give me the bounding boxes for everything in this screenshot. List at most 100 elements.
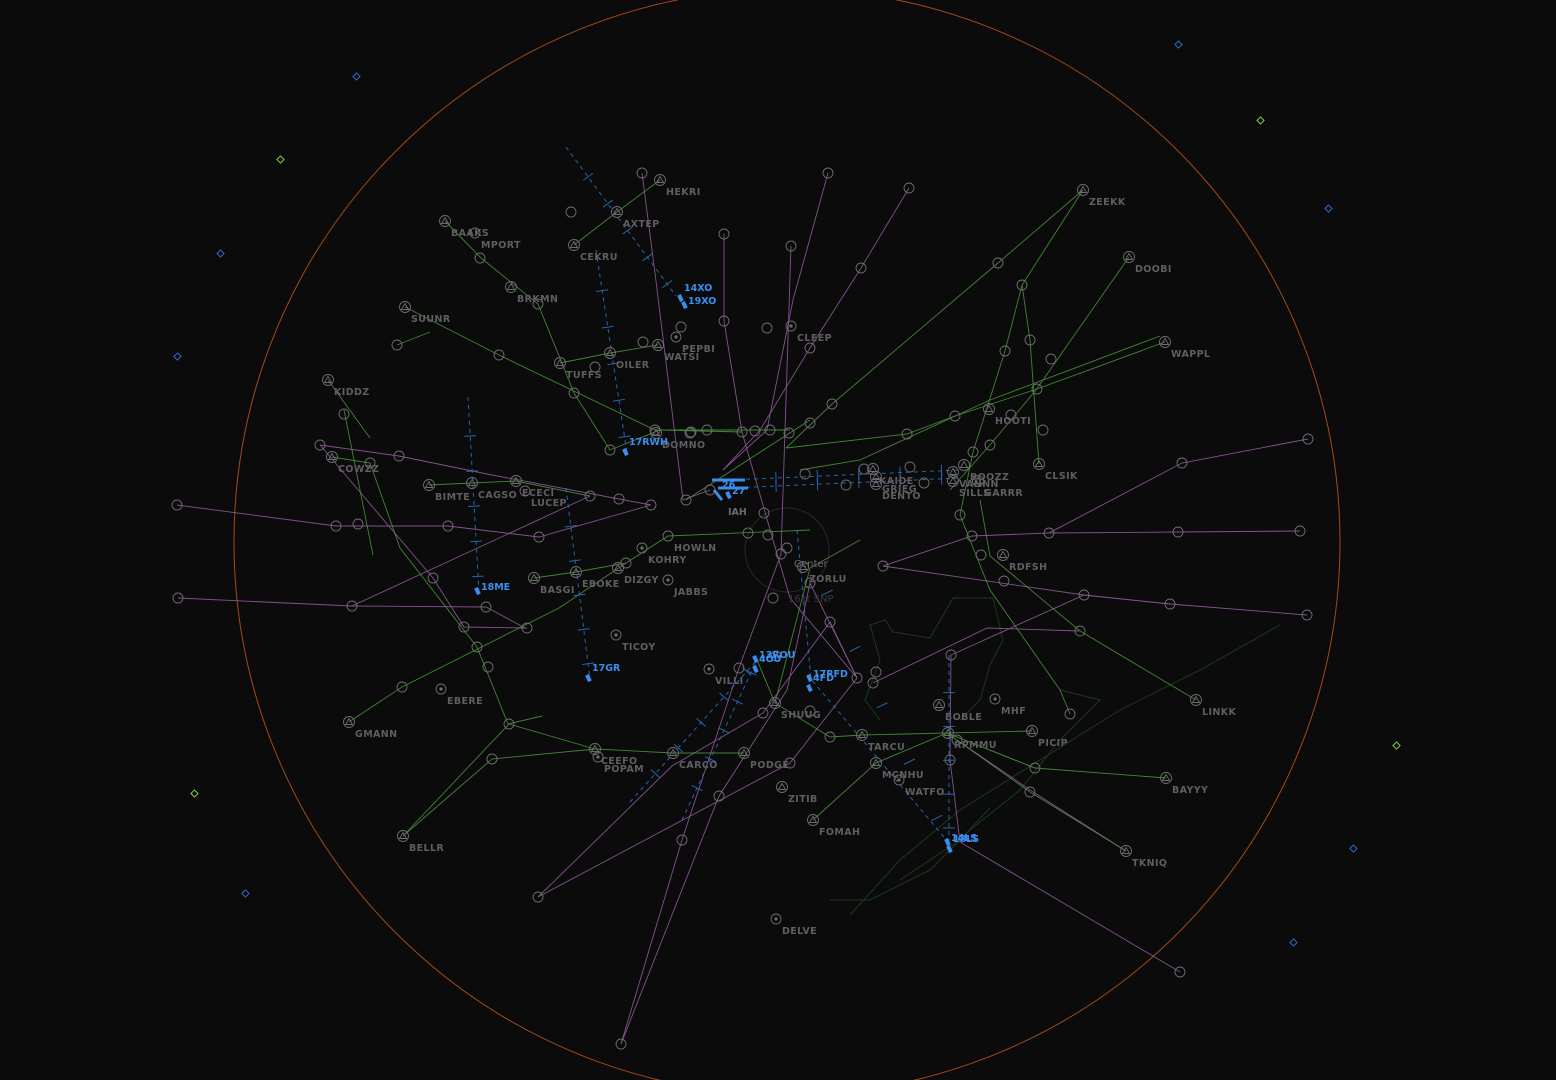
approach-tick (596, 289, 609, 293)
aircraft-19xo[interactable]: 19XO (681, 296, 716, 310)
fix-dot-icon (666, 578, 670, 582)
fix-hooti[interactable]: HOOTI (983, 403, 1032, 428)
fix-kiddz[interactable]: KIDDZ (322, 374, 370, 399)
aircraft-17rfd[interactable]: 17RFD (806, 669, 848, 683)
departure-route-segment (949, 594, 1181, 973)
approach-tick (564, 524, 577, 528)
fix-label: MPORT (481, 240, 521, 251)
fix-mcnhu[interactable]: MCNHU (870, 757, 925, 782)
fix-tarcu[interactable]: TARCU (856, 729, 906, 754)
fix-villi[interactable]: VILLI (703, 663, 744, 687)
fix-cleep[interactable]: CLEEP (785, 320, 832, 344)
approach-tick (931, 814, 943, 822)
fix-carco[interactable]: CARCO (667, 747, 718, 772)
fix-mhf[interactable]: MHF (989, 693, 1026, 717)
fix-eboke[interactable]: EBOKE (570, 566, 620, 591)
fix-triangle-icon (871, 479, 881, 487)
fix-bayyy[interactable]: BAYYY (1160, 772, 1209, 797)
route-waypoint-circle (1029, 762, 1041, 774)
fix-circle-icon (933, 699, 945, 711)
runway-cluster[interactable] (712, 478, 748, 501)
aircraft-14xo[interactable]: 14XO (677, 283, 712, 303)
fix-tkniq[interactable]: TKNIQ (1120, 845, 1168, 870)
fix-dizgy[interactable]: DIZGY (612, 562, 659, 587)
fix-podge[interactable]: PODGE (738, 747, 790, 772)
fix-shuug[interactable]: SHUUG (769, 697, 822, 722)
runway-09-27[interactable] (712, 489, 724, 501)
aircraft-4fd[interactable]: 4FD (806, 673, 834, 693)
route-waypoint-circle (636, 167, 648, 179)
fix-triangle-icon (857, 730, 867, 738)
departure-route-segment (956, 739, 1127, 852)
aircraft-17rwh[interactable]: 17RWH (622, 437, 668, 457)
fix-zorlu[interactable]: ZORLU (797, 561, 847, 586)
fix-oiler[interactable]: OILER (604, 347, 650, 372)
fix-vannn[interactable]: VANNN (947, 466, 999, 491)
route-waypoint-circle (680, 494, 692, 506)
fix-ticoy[interactable]: TICOY (610, 629, 656, 653)
aircraft-4ou[interactable]: 4OU (752, 654, 781, 674)
fix-ececi[interactable]: ECECI (510, 475, 555, 500)
fix-zeekk[interactable]: ZEEKK (1077, 184, 1126, 209)
fix-kaide[interactable]: KAIDE (867, 463, 914, 488)
fix-grieg[interactable]: GRIEG (870, 471, 917, 496)
fix-tuffs[interactable]: TUFFS (554, 357, 603, 382)
aircraft-17gr[interactable]: 17GR (585, 663, 621, 683)
fix-lucep[interactable]: LUCEP (519, 485, 567, 509)
fix-watsi[interactable]: WATSI (652, 339, 700, 364)
fix-bimte[interactable]: BIMTE (423, 479, 471, 504)
fix-jabbs[interactable]: JABBS (662, 574, 708, 598)
aircraft-27[interactable]: 27 (725, 486, 745, 500)
aircraft-14ls[interactable]: 14LS (944, 833, 977, 847)
route-waypoint-circle (649, 424, 661, 436)
fix-mport[interactable]: MPORT (469, 227, 521, 251)
fix-hekri[interactable]: HEKRI (654, 174, 701, 199)
fix-cekru[interactable]: CEKRU (568, 239, 618, 264)
fix-ceefo[interactable]: CEEFO (589, 743, 638, 768)
fix-bellr[interactable]: BELLR (397, 830, 445, 855)
route-waypoint-circle (442, 520, 454, 532)
route-waypoint-circle (685, 426, 697, 438)
fix-boble[interactable]: BOBLE (933, 699, 983, 724)
fix-fomah[interactable]: FOMAH (807, 814, 861, 839)
fix-cagso[interactable]: CAGSO (466, 477, 518, 502)
departure-route-segment (722, 172, 829, 471)
fix-clsik[interactable]: CLSIK (1033, 458, 1079, 483)
aircraft-18me[interactable]: 18ME (474, 582, 510, 596)
fix-basgi[interactable]: BASGI (528, 572, 575, 597)
fix-zitib[interactable]: ZITIB (776, 781, 818, 806)
fix-pepbi[interactable]: PEPBI (670, 331, 715, 355)
fix-boozz[interactable]: BOOZZ (958, 459, 1010, 484)
fix-cowzz[interactable]: COWZZ (326, 451, 380, 476)
fix-popam[interactable]: POPAM (592, 751, 644, 775)
fix-sills[interactable]: SILLS (947, 475, 991, 500)
arrival-route-segment (959, 189, 1084, 715)
aircraft-13rou[interactable]: 13ROU (752, 650, 795, 664)
fix-axtep[interactable]: AXTEP (611, 206, 660, 231)
approach-tick (642, 253, 653, 262)
fix-ebere[interactable]: EBERE (435, 683, 483, 707)
fix-howln[interactable]: HOWLN (662, 530, 717, 554)
fix-wappl[interactable]: WAPPL (1159, 336, 1211, 361)
fix-delve[interactable]: DELVE (770, 913, 817, 937)
fix-linkk[interactable]: LINKK (1190, 694, 1237, 719)
fix-doobi[interactable]: DOOBI (1123, 251, 1172, 276)
fix-circle-icon (435, 683, 447, 695)
aircraft-18ls[interactable]: 18LS (946, 834, 979, 854)
fix-rpmmu[interactable]: RPMMU (942, 727, 997, 752)
fix-gmann[interactable]: GMANN (343, 716, 398, 741)
fix-watfo[interactable]: WATFO (893, 774, 945, 798)
fix-rdfsh[interactable]: RDFSH (997, 549, 1048, 574)
fix-label: ZITIB (788, 794, 818, 805)
fix-brkmn[interactable]: BRKMN (505, 281, 559, 306)
fix-dento[interactable]: DENTO (870, 478, 921, 503)
fix-kohry[interactable]: KOHRY (636, 542, 687, 566)
fix-suunr[interactable]: SUUNR (399, 301, 451, 326)
fix-circle-icon (439, 215, 451, 227)
fix-garrr[interactable]: GARRR (972, 475, 1024, 500)
route-waypoint-circle (352, 518, 364, 530)
fix-picip[interactable]: PICIP (1026, 725, 1068, 750)
fix-domno[interactable]: DOMNO (650, 427, 706, 452)
